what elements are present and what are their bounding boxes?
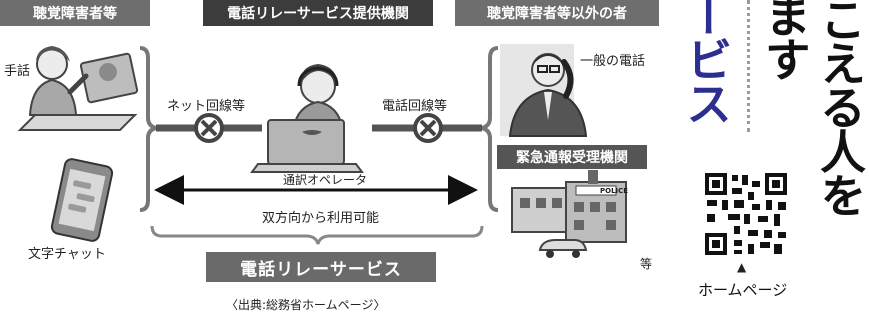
homepage-link[interactable]: ホームページ: [698, 281, 788, 299]
header-deaf-users: 聴覚障害者等: [0, 0, 150, 26]
headline-blue-vertical: ービス: [679, 0, 733, 124]
police-sign: POLICE: [600, 187, 629, 195]
dotted-divider: [747, 0, 750, 132]
police-station-icon: [511, 170, 627, 258]
etc-label: 等: [640, 257, 653, 271]
text-chat-label: 文字チャット: [28, 247, 106, 262]
general-phone-label: 一般の電話: [580, 54, 646, 69]
qr-code-image: [704, 172, 788, 256]
qr-arrow-up-icon: ▲: [737, 260, 747, 274]
operator-label: 通訳オペレータ: [283, 173, 368, 187]
bottom-bracket: [150, 225, 484, 245]
net-line-node-icon: [194, 113, 224, 143]
right-bracket: [481, 46, 499, 212]
bidirectional-label: 双方向から利用可能: [262, 211, 380, 226]
emergency-agency-header: 緊急通報受理機関: [497, 145, 647, 169]
relay-service-box: 電話リレーサービス: [206, 252, 436, 282]
header-relay-provider: 電話リレーサービス提供機関: [203, 0, 433, 26]
headline-black-vertical-1: ます: [758, 0, 812, 80]
header-non-deaf-users: 聴覚障害者等以外の者: [455, 0, 659, 26]
interpreter-operator-icon: [250, 64, 364, 173]
general-phone-user-icon: [500, 44, 588, 137]
phone-line-label: 電話回線等: [382, 99, 448, 114]
phone-line-node-icon: [413, 113, 443, 143]
sign-language-user-icon: [17, 46, 139, 131]
smartphone-icon: [50, 158, 114, 242]
net-line-label: ネット回線等: [167, 99, 246, 114]
headline-black-vertical-2: こえる人を: [813, 0, 867, 216]
source-caption: 〈出典:総務省ホームページ〉: [226, 298, 386, 312]
left-bracket: [139, 46, 157, 212]
sign-language-label: 手話: [4, 64, 31, 79]
